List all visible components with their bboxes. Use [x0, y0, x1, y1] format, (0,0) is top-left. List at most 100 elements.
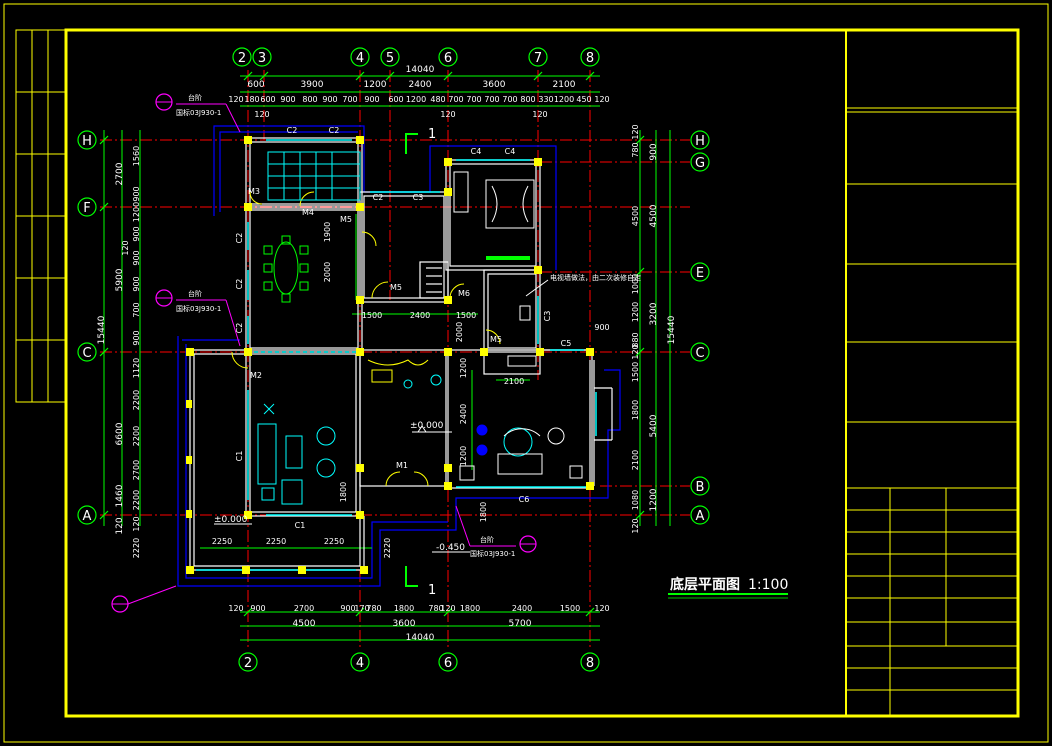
dimension-text: 1500 — [631, 362, 640, 382]
section-mark-bottom: 1 — [428, 583, 436, 598]
axis-bubble-right: G — [695, 156, 705, 171]
dimension-text: 1000 — [631, 274, 640, 294]
section-marks — [405, 133, 418, 587]
axis-bubble-left: F — [83, 201, 90, 216]
drawing-frame — [64, 28, 1020, 718]
elevation-exterior: -0.450 — [436, 543, 465, 553]
drawing-title: 底层平面图 — [670, 576, 740, 593]
dimension-text: 120 — [440, 110, 455, 119]
dimension-text: 1800 — [479, 502, 488, 522]
axis-bubble-top: 3 — [258, 51, 266, 66]
window-label: C2 — [235, 279, 244, 290]
dimension-text: 1120 — [132, 358, 141, 378]
dimension-text: 900 — [322, 95, 337, 104]
dimension-text: 900 — [132, 330, 141, 345]
axis-bubble-right-circle — [690, 130, 710, 150]
dimension-text: 1900 — [323, 222, 332, 242]
axis-bubble-left-circle — [77, 505, 97, 525]
dimension-text: 5400 — [649, 414, 659, 437]
axis-bubble-right: C — [695, 346, 704, 361]
dimension-text: 1200 — [459, 358, 468, 378]
axis-bubble-bottom: 8 — [586, 656, 594, 671]
dimension-text: 5900 — [115, 268, 125, 291]
window-label: C3 — [413, 193, 424, 202]
window-label: C5 — [561, 339, 572, 348]
dimension-text: 900 — [132, 276, 141, 291]
dimension-text: 900 — [649, 143, 659, 160]
dimension-text: 2100 — [504, 377, 524, 386]
dimension-text: 5700 — [509, 619, 532, 629]
dimension-text: 700 — [466, 95, 481, 104]
window-label: C4 — [505, 147, 516, 156]
axis-bubble-top: 2 — [238, 51, 246, 66]
title-underline — [668, 593, 788, 599]
dimension-text: 2700 — [115, 162, 125, 185]
dimension-text: 170 — [354, 604, 369, 613]
step-label-3: 台阶 — [480, 535, 494, 544]
annotation-leaders — [127, 103, 516, 605]
window-label: C2 — [329, 126, 340, 135]
dimension-text: 780 — [631, 142, 640, 157]
axis-bubble-left: C — [82, 346, 91, 361]
note-leader — [525, 279, 549, 297]
dimension-text: 700 — [448, 95, 463, 104]
dimension-text: 120 — [228, 604, 243, 613]
elevation-porch: ±0.000 — [214, 515, 248, 525]
axis-bubble-top-circle — [580, 47, 600, 67]
dimension-text: 1080 — [631, 490, 640, 510]
furniture — [257, 151, 583, 505]
dimension-text: 2200 — [132, 426, 141, 446]
step-label-2: 台阶 — [188, 289, 202, 298]
dimension-text: 900 — [340, 604, 355, 613]
tv-wall-note: 电视墙做法，由二次装修自定 — [550, 273, 641, 282]
dimension-text: 120 — [594, 95, 609, 104]
dimension-text: 2400 — [410, 311, 430, 320]
dimension-text: 120 — [594, 604, 609, 613]
axis-bubble-right-circle — [690, 476, 710, 496]
dimension-text: 1200 — [406, 95, 426, 104]
dimension-text: 2250 — [266, 537, 286, 546]
dimension-text: 2200 — [132, 390, 141, 410]
dimension-text: 2220 — [132, 538, 141, 558]
detail-ref-2: 国标03J930-1 — [176, 304, 221, 313]
elevation-hall: ±0.000 — [410, 421, 444, 431]
dimension-text: 2400 — [512, 604, 532, 613]
dimension-text: 1200 — [459, 446, 468, 466]
door-label: M5 — [490, 335, 502, 344]
door-label: M3 — [248, 187, 260, 196]
door-label: M1 — [396, 461, 408, 470]
axis-bubble-bottom: 4 — [356, 656, 364, 671]
axis-bubble-top-circle — [350, 47, 370, 67]
detail-ref-3: 国标03J930-1 — [470, 549, 515, 558]
dimension-text: 3200 — [649, 302, 659, 325]
axis-bubble-left: H — [82, 134, 92, 149]
dimension-text: 2220 — [383, 538, 392, 558]
dimension-text: 780 — [366, 604, 381, 613]
dimension-text: 700 — [484, 95, 499, 104]
axis-bubble-top-circle — [528, 47, 548, 67]
dimension-text: 600 — [247, 80, 264, 90]
dimension-text: 2100 — [553, 80, 576, 90]
axis-bubble-bottom: 2 — [244, 656, 252, 671]
dimension-text: 2250 — [212, 537, 232, 546]
dimension-text: 2000 — [455, 322, 464, 342]
windows — [196, 139, 597, 571]
dimension-text: 1800 — [339, 482, 348, 502]
dimension-text: 2400 — [459, 404, 468, 424]
door-label: M4 — [302, 208, 314, 217]
dimension-text: 3900 — [301, 80, 324, 90]
window-label: C1 — [235, 451, 244, 462]
dimension-text: 120 — [115, 517, 125, 534]
axis-bubble-right: B — [696, 480, 705, 495]
axis-bubble-left-circle — [77, 342, 97, 362]
dimension-text: 4500 — [293, 619, 316, 629]
dimension-text: 900 — [364, 95, 379, 104]
door-label: M5 — [340, 215, 352, 224]
axis-bubble-right: H — [695, 134, 705, 149]
axis-bubble-top: 4 — [356, 51, 364, 66]
door-label: M5 — [390, 283, 402, 292]
axis-bubble-bottom: 6 — [444, 656, 452, 671]
dimension-text: 3600 — [483, 80, 506, 90]
